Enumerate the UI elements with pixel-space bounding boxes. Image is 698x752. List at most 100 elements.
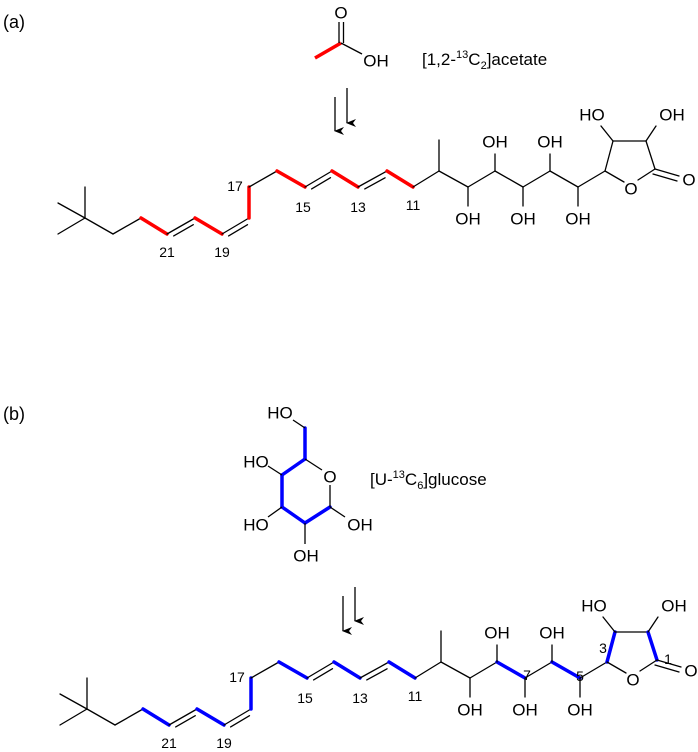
double-bond-line	[310, 177, 332, 190]
bond	[606, 661, 627, 674]
labeled-bond	[139, 216, 169, 236]
bond	[639, 659, 658, 672]
bond	[637, 168, 656, 181]
bond	[166, 217, 196, 235]
atom-ho: HO	[243, 453, 269, 472]
labeled-bond	[550, 660, 582, 680]
labeled-bond	[385, 169, 415, 189]
bond	[250, 661, 280, 679]
labeled-bond	[646, 630, 659, 662]
ring-oxygen: O	[626, 671, 639, 690]
carbon-number-label: 21	[161, 735, 177, 751]
bond	[604, 140, 614, 172]
bond	[306, 661, 335, 679]
acetate-structure: O OH	[314, 4, 389, 71]
biosynthesis-arrows-b	[342, 587, 364, 635]
labeled-bond	[314, 41, 342, 60]
bond	[656, 659, 682, 668]
labeled-bond	[605, 630, 617, 664]
carbonyl-oxygen: O	[684, 662, 697, 681]
bond	[84, 217, 114, 235]
bond	[412, 170, 440, 188]
panel-b-label: (b)	[3, 404, 25, 424]
carbon-number-label: 15	[295, 199, 311, 215]
bond	[57, 202, 86, 219]
double-bond-line	[366, 668, 388, 681]
bond	[440, 661, 471, 679]
labeled-bond	[275, 169, 307, 189]
atom-oh: OH	[482, 133, 508, 152]
bond	[112, 217, 142, 235]
labeled-bond	[330, 169, 360, 189]
bond	[579, 661, 608, 679]
bond	[652, 173, 678, 182]
bond	[647, 616, 659, 633]
labeled-bond	[332, 660, 362, 680]
bond	[600, 125, 614, 142]
bond	[340, 42, 363, 55]
atom-oh: OH	[484, 624, 510, 643]
atom-oh: OH	[659, 106, 685, 125]
bond	[86, 708, 116, 726]
glucose-structure: O HO HO HO OH OH	[243, 404, 373, 566]
double-bond-line	[312, 668, 334, 681]
double-bond-line	[229, 715, 251, 728]
biosynthesis-arrows-a	[334, 88, 356, 135]
bond	[654, 168, 680, 177]
double-bond-line	[227, 224, 249, 237]
bond	[59, 693, 88, 710]
atom-oh: OH	[567, 701, 593, 720]
bond	[645, 125, 657, 142]
atom-oh: OH	[457, 701, 483, 720]
bond	[114, 708, 144, 726]
atom-oh: OH	[565, 210, 591, 229]
atom-oh: OH	[661, 597, 687, 616]
carbon-number-label: 17	[229, 669, 245, 685]
labeled-bond	[141, 707, 171, 727]
glucose-name: [U-13C6]glucose	[370, 469, 487, 492]
bond	[438, 170, 469, 188]
atom-oh: OH	[293, 547, 319, 566]
atom-ho: HO	[579, 106, 605, 125]
bond	[602, 616, 616, 633]
bond	[467, 170, 496, 188]
labeled-bond	[495, 660, 527, 680]
carbon-number-label: 13	[352, 690, 368, 706]
double-bond-line	[364, 177, 386, 190]
bond	[221, 217, 250, 235]
atom-oh: OH	[510, 210, 536, 229]
atom-oh: OH	[539, 624, 565, 643]
carbon-number-label: 19	[214, 244, 230, 260]
double-bond-line	[173, 224, 194, 237]
atom-o: O	[334, 4, 347, 23]
carbon-number-label: 5	[576, 668, 584, 684]
labeled-bond	[195, 707, 226, 727]
carbon-number-label: 17	[227, 178, 243, 194]
bond	[524, 661, 553, 679]
atom-oh: OH	[363, 52, 389, 71]
carbon-number-label: 11	[408, 688, 423, 704]
bond	[223, 708, 252, 726]
bond	[168, 708, 198, 726]
atom-oh: OH	[537, 133, 563, 152]
carbon-number-label: 19	[216, 735, 232, 751]
bond	[577, 170, 606, 188]
bond	[59, 708, 88, 726]
bond	[469, 661, 498, 679]
ring-oxygen: O	[323, 468, 336, 487]
bond	[248, 170, 278, 188]
atom-ho: HO	[267, 404, 293, 423]
atom-oh: OH	[512, 701, 538, 720]
bond	[494, 170, 524, 188]
carbon-number-label: 7	[523, 667, 531, 683]
atom-oh: OH	[455, 210, 481, 229]
carbonyl-oxygen: O	[682, 171, 695, 190]
ring-oxygen: O	[624, 180, 637, 199]
carbon-number-label: 15	[297, 690, 313, 706]
panel-a-label: (a)	[3, 12, 25, 32]
bond	[645, 140, 656, 170]
bond	[359, 661, 390, 679]
